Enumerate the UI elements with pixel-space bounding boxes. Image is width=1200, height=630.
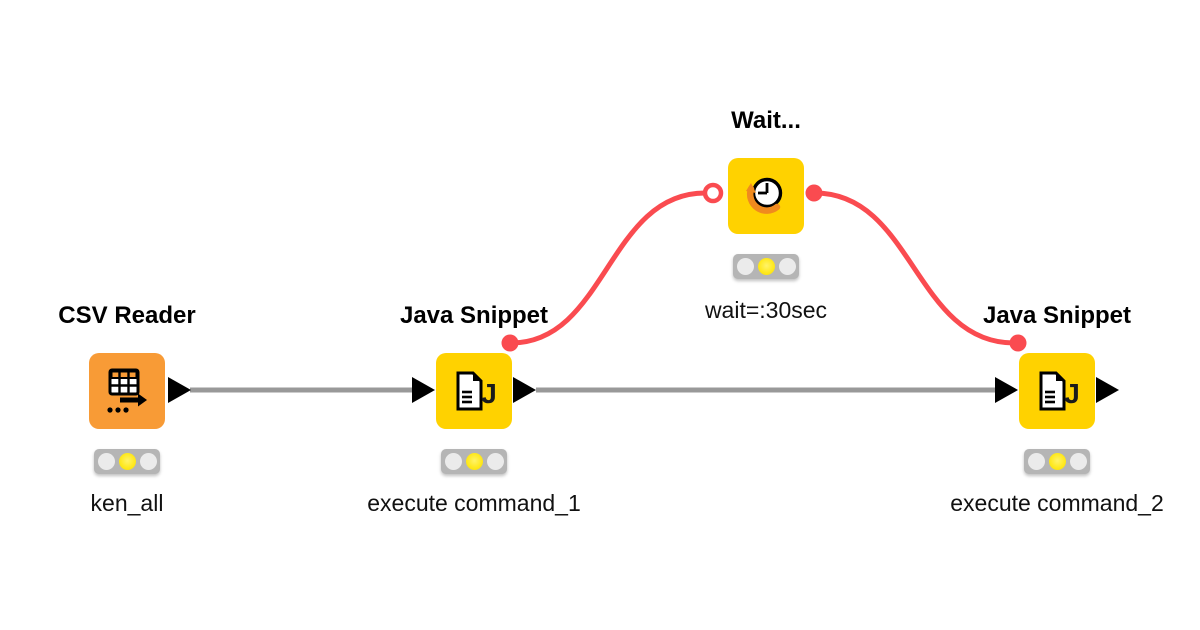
status-light-yellow <box>757 258 775 275</box>
reset-arrow-swoosh <box>746 185 781 214</box>
status-light-yellow <box>118 453 136 470</box>
node-label-java-snippet-2: execute command_2 <box>950 490 1164 516</box>
status-light-yellow <box>1048 453 1066 470</box>
table-arrow-icon <box>107 368 147 413</box>
clock-icon <box>746 177 783 214</box>
java-letter: J <box>1064 378 1080 409</box>
status-light-green <box>1069 453 1087 470</box>
status-light-yellow <box>465 453 483 470</box>
status-light-red <box>97 453 115 470</box>
status-light-green <box>778 258 796 275</box>
traffic-light-java-snippet-1 <box>441 449 507 474</box>
traffic-light-csv-reader <box>94 449 160 474</box>
flowvar-input-port-java-snippet-2[interactable] <box>1009 334 1027 352</box>
status-light-red <box>444 453 462 470</box>
output-port-csv-reader[interactable] <box>168 377 191 403</box>
status-light-red <box>736 258 754 275</box>
traffic-light-java-snippet-2 <box>1024 449 1090 474</box>
status-light-green <box>139 453 157 470</box>
document-j-icon: J <box>1039 371 1080 411</box>
table-header-row <box>110 370 138 379</box>
flowvar-output-port-wait[interactable] <box>805 184 823 202</box>
document-j-icon: J <box>456 371 497 411</box>
flowvar-input-port-wait[interactable] <box>702 182 724 204</box>
output-port-java-snippet-2[interactable] <box>1096 377 1119 403</box>
node-label-wait: wait=:30sec <box>704 297 828 323</box>
status-light-red <box>1027 453 1045 470</box>
status-light-green <box>486 453 504 470</box>
node-csv-reader[interactable] <box>89 353 165 429</box>
node-title-java-snippet-1: Java Snippet <box>399 302 549 329</box>
reset-arrow-head <box>746 183 756 193</box>
document-fold <box>1056 373 1064 381</box>
traffic-light-wait <box>733 254 799 279</box>
arrow-head <box>138 393 147 407</box>
input-port-java-snippet-2[interactable] <box>995 377 1018 403</box>
output-port-java-snippet-1[interactable] <box>513 377 536 403</box>
node-label-csv-reader: ken_all <box>90 490 164 516</box>
java-letter: J <box>481 378 497 409</box>
node-wait[interactable] <box>728 158 804 234</box>
flowvar-output-port-java-snippet-1[interactable] <box>501 334 519 352</box>
node-java-snippet-2[interactable]: J <box>1019 353 1095 429</box>
document-fold <box>473 373 481 381</box>
input-port-java-snippet-1[interactable] <box>412 377 435 403</box>
node-title-wait: Wait... <box>731 107 801 134</box>
node-label-java-snippet-1: execute command_1 <box>367 490 581 516</box>
node-title-java-snippet-2: Java Snippet <box>982 302 1132 329</box>
node-title-csv-reader: CSV Reader <box>58 302 196 329</box>
node-java-snippet-1[interactable]: J <box>436 353 512 429</box>
